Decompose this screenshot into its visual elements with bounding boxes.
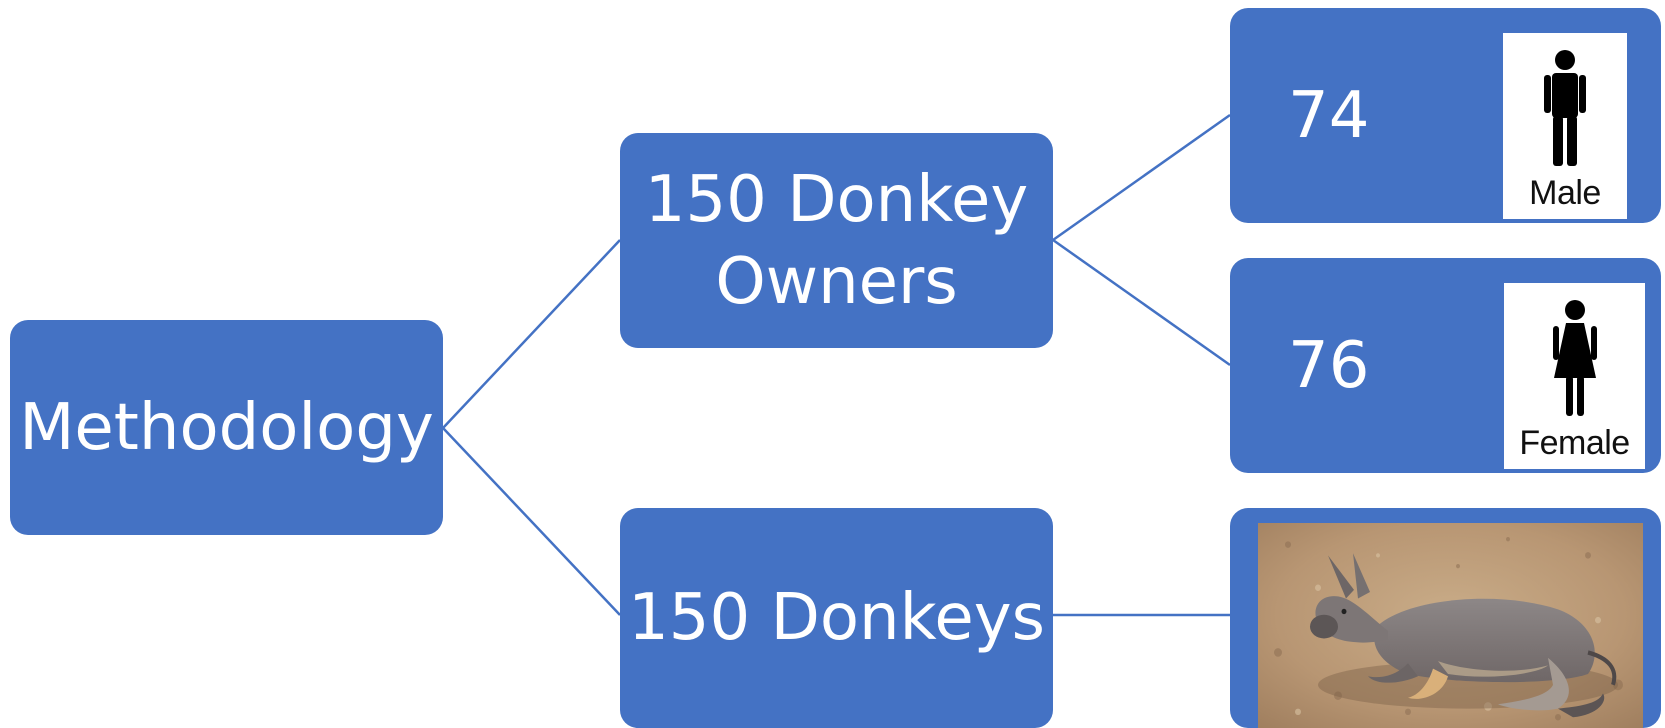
donkeys-label: 150 Donkeys (628, 581, 1045, 655)
female-count: 76 (1288, 328, 1370, 403)
donkey-photo-node (1230, 508, 1661, 728)
male-node: 74 Male (1230, 8, 1661, 223)
donkey-image (1258, 523, 1643, 728)
male-count: 74 (1288, 78, 1370, 153)
male-card: Male (1503, 33, 1627, 219)
connector-root-donkeys (442, 427, 621, 616)
donkey-owners-label: 150 Donkey Owners (644, 162, 1029, 319)
donkeys-node: 150 Donkeys (620, 508, 1053, 728)
donkey-photo (1258, 523, 1643, 728)
female-label: Female (1519, 424, 1630, 462)
donkey-owners-node: 150 Donkey Owners (620, 133, 1053, 348)
female-card: Female (1504, 283, 1645, 469)
male-label: Male (1529, 174, 1601, 212)
connector-owners-male (1052, 113, 1231, 242)
male-person-icon (1544, 50, 1586, 166)
methodology-label: Methodology (19, 390, 434, 465)
female-person-icon (1552, 300, 1597, 416)
connector-root-owners (442, 239, 621, 429)
methodology-node: Methodology (10, 320, 443, 535)
female-node: 76 Female (1230, 258, 1661, 473)
connector-owners-female (1052, 238, 1231, 367)
